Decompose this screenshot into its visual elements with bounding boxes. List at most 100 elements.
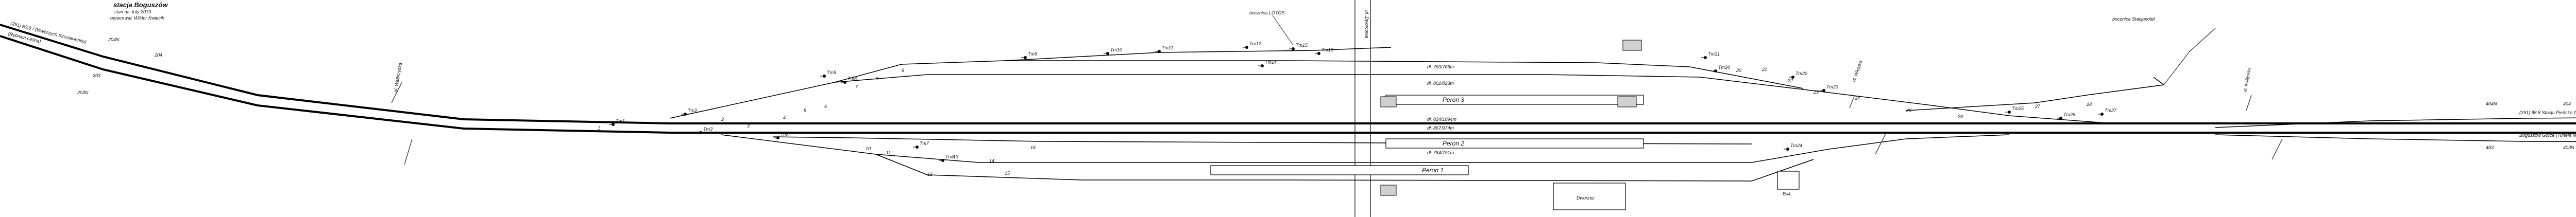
km-left-b: 204: [154, 52, 162, 58]
point-number-10: 10: [866, 146, 871, 151]
bocznica-lotos-leader: [1272, 15, 1294, 46]
line-right-lower: [2215, 134, 2576, 142]
platform-1: [1210, 165, 1469, 175]
signal-label: Tm1: [616, 118, 625, 123]
signal-tm4: Tm4: [774, 132, 790, 139]
signal-label: Tm8: [945, 154, 955, 159]
signal-tm8: Tm8: [939, 154, 955, 162]
road-crossing-3: [1849, 95, 1855, 109]
signal-label: Tm5: [827, 70, 837, 75]
signal-tm25: Tm25: [2005, 106, 2024, 114]
siding-lower-1: [721, 134, 2010, 163]
signal-tm1: Tm1: [609, 118, 625, 126]
road-crossing-2: [404, 138, 413, 165]
siding-upper-2: [834, 60, 1804, 89]
track-length-5: dł. 784/791m: [1427, 150, 1454, 155]
km-left-d: 203N: [77, 90, 89, 95]
signal-tm15: Tm15: [1289, 43, 1308, 50]
point-number-13: 13: [953, 154, 958, 159]
point-number-8: 8: [876, 76, 878, 81]
road-crossing-6: [2272, 138, 2283, 160]
signal-label: Tm2: [688, 108, 697, 113]
road-left-label: ul. Wałbrzyska: [393, 62, 403, 93]
station-name: stacja Boguszów: [113, 1, 168, 9]
bocznica-stacjopolet-label: bocznica Stacjopolet: [2112, 16, 2155, 22]
point-number-4: 4: [783, 115, 786, 120]
signal-tm24: Tm24: [1784, 143, 1802, 151]
signal-label: Tm23: [1826, 84, 1838, 89]
signal-tm6: Tm6: [841, 76, 857, 84]
signal-tm11: Tm11: [1155, 45, 1173, 53]
signal-tm26: Tm26: [2057, 112, 2075, 120]
signal-tm10: Tm10: [1104, 47, 1122, 55]
signal-tm3: Tm3: [697, 126, 713, 134]
station-box-label: Bs4: [1783, 191, 1791, 196]
bocznica-stacjopolet: [1906, 77, 2165, 111]
station-author: opracował: Wiktor Kwiecik: [110, 15, 164, 21]
line-right-upper-label: (291) 88,8 Stacja Pieńsko (Wałbrzych): [2519, 110, 2576, 115]
building-3: [1617, 96, 1637, 107]
point-number-26: 26: [1957, 114, 1963, 119]
station-date: stan na: luty 2019: [114, 9, 151, 14]
station-header: stacja Boguszów stan na: luty 2019 oprac…: [110, 1, 168, 21]
signal-label: Tm7: [920, 141, 929, 146]
road-crossing-5: [1875, 133, 1886, 155]
platform-1-label: Peron 1: [1422, 167, 1444, 174]
point-number-27: 27: [2035, 104, 2041, 109]
point-number-12: 12: [927, 172, 933, 177]
signal-label: Tm4: [781, 132, 790, 137]
point-number-3: 3: [747, 123, 750, 129]
line-right-lower-label: Boguszów Gorce (Tunele Mostowe): [2519, 133, 2576, 138]
signal-label: Tm26: [2063, 112, 2075, 117]
depot-label: Dworzec: [1577, 195, 1595, 201]
road-right1-label: ul. Wiejska: [1851, 60, 1863, 82]
point-number-7: 7: [855, 84, 858, 89]
signal-label: Tm10: [1110, 47, 1122, 52]
point-number-28: 28: [2086, 102, 2092, 107]
building-4: [1380, 185, 1397, 196]
line-right-upper: [2215, 117, 2576, 128]
main-track-upper: [0, 24, 2576, 124]
platform-2: [1385, 138, 1644, 149]
platform-3-label: Peron 3: [1443, 96, 1464, 103]
bocznica-lotos-label: bocznica LOTOS: [1249, 10, 1284, 15]
main-tracks: [0, 24, 2576, 134]
km-right-c: 403: [2486, 145, 2494, 150]
depot-box: [1553, 183, 1626, 210]
signal-label: Tm22: [1795, 71, 1807, 76]
point-number-25: 25: [1906, 108, 1912, 113]
platform-2-label: Peron 2: [1443, 140, 1464, 147]
station-box: [1777, 171, 1800, 190]
point-number-15: 15: [1005, 171, 1010, 176]
signal-label: Tm25: [2012, 106, 2024, 111]
point-number-23: 23: [1813, 89, 1819, 95]
signal-label: Tm11: [1162, 45, 1173, 50]
signal-label: Tm9: [1028, 51, 1037, 57]
km-left-c: 203: [92, 73, 100, 78]
km-left-a: 204N: [108, 37, 120, 42]
signal-tm12: Tm12: [1243, 41, 1261, 49]
siding-lower-2: [875, 154, 1814, 182]
signal-label: Tm24: [1790, 143, 1802, 148]
point-number-2: 2: [721, 117, 724, 122]
signal-label: Tm12: [1249, 41, 1261, 46]
signal-tm20: Tm20: [1711, 65, 1730, 73]
signal-tm13: Tm13: [1315, 47, 1333, 55]
signal-tm2: Tm2: [681, 108, 697, 116]
signal-tm7: Tm7: [913, 141, 929, 149]
platform-3: [1385, 95, 1644, 105]
point-number-6: 6: [824, 104, 827, 109]
point-number-1: 1: [598, 125, 600, 131]
point-number-9: 9: [902, 68, 904, 73]
signal-label: Tm20: [1718, 65, 1730, 70]
point-number-21: 21: [1761, 67, 1767, 72]
signal-tm14: Tm14: [1258, 60, 1277, 67]
km-right-d: 403N: [2563, 145, 2574, 150]
track-length-4: dł. 867/974m: [1427, 125, 1454, 131]
main-track-lower: [0, 35, 2576, 134]
track-length-2: dł. 802/823m: [1427, 81, 1454, 86]
km-right-b: 404: [2563, 101, 2571, 106]
